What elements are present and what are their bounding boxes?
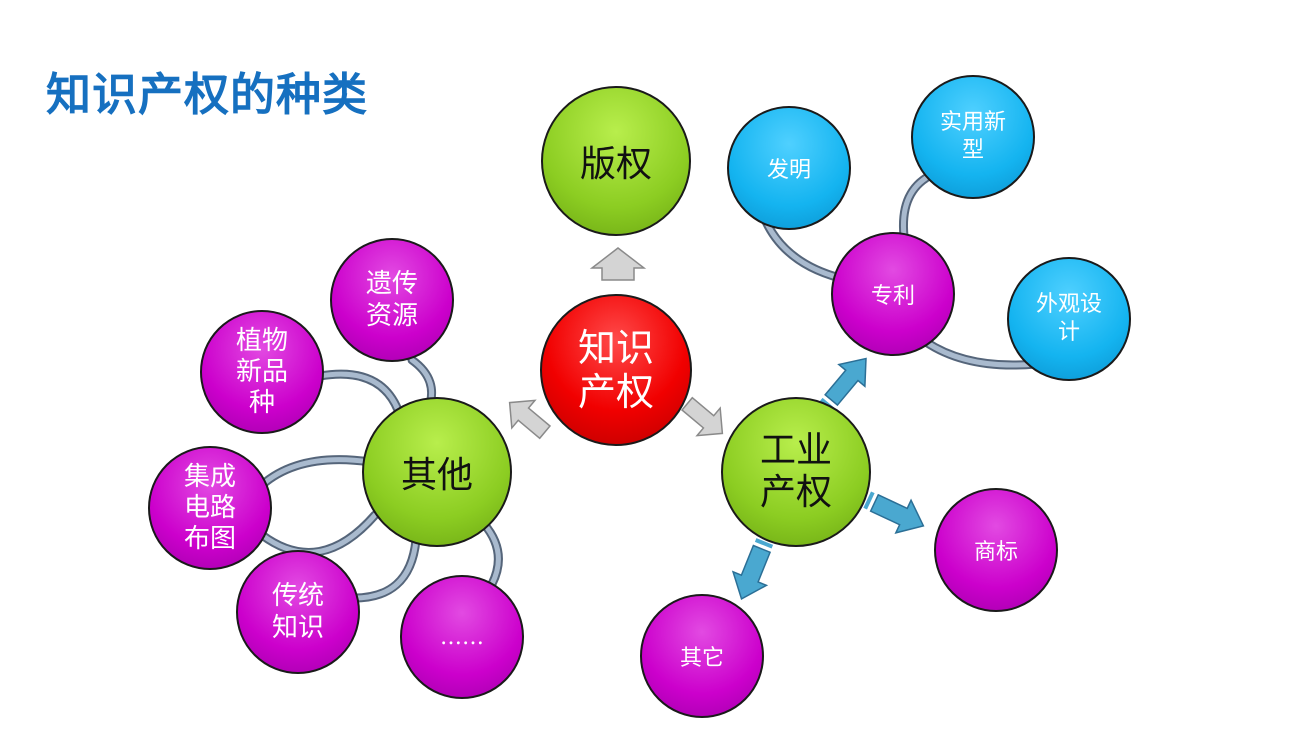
node-genetic-resources-label: 遗传 资源 — [365, 269, 418, 331]
node-ip-center: 知识 产权 — [540, 294, 692, 446]
node-utility-model: 实用新 型 — [911, 75, 1035, 199]
node-patent-label: 专利 — [870, 284, 915, 309]
node-copyright: 版权 — [541, 86, 691, 236]
node-plant-variety: 植物 新品 种 — [200, 310, 324, 434]
arrow-left-icon — [508, 399, 552, 440]
node-trademark: 商标 — [934, 488, 1058, 612]
node-invention-label: 发明 — [766, 158, 811, 183]
node-industrial-design: 外观设 计 — [1007, 257, 1131, 381]
node-other-industrial: 其它 — [640, 594, 764, 718]
arrow-to-other-icon — [731, 538, 774, 601]
connector-patent-design — [921, 337, 1041, 370]
page-title: 知识产权的种类 — [46, 68, 369, 121]
node-other: 其他 — [362, 397, 512, 547]
node-traditional-knowledge: 传统 知识 — [236, 550, 360, 674]
node-utility-model-label: 实用新 型 — [939, 110, 1006, 163]
node-ellipsis-label: …… — [440, 624, 484, 650]
connector-other-circuit — [257, 455, 375, 490]
node-ellipsis: …… — [400, 575, 524, 699]
connector-other-traditional — [345, 535, 421, 603]
node-industrial-label: 工业 产权 — [759, 430, 832, 513]
node-traditional-knowledge-label: 传统 知识 — [271, 581, 324, 643]
node-circuit-layout: 集成 电路 布图 — [148, 446, 272, 570]
arrow-right-icon — [680, 396, 724, 437]
connector-other-plant — [315, 369, 403, 415]
node-genetic-resources: 遗传 资源 — [330, 238, 454, 362]
node-other-label: 其他 — [400, 455, 473, 496]
connector-other-ellipsis — [479, 519, 503, 589]
connector-other-circuit-lower — [257, 510, 380, 557]
connector-patent-utility — [898, 173, 931, 241]
node-industrial-design-label: 外观设 计 — [1035, 292, 1102, 345]
node-industrial: 工业 产权 — [721, 397, 871, 547]
node-plant-variety-label: 植物 新品 种 — [235, 325, 288, 418]
node-patent: 专利 — [831, 232, 955, 356]
arrow-up-icon — [589, 247, 647, 281]
node-ip-center-label: 知识 产权 — [577, 326, 654, 414]
node-circuit-layout-label: 集成 电路 布图 — [183, 461, 236, 554]
node-copyright-label: 版权 — [579, 144, 652, 185]
node-trademark-label: 商标 — [973, 540, 1018, 565]
node-invention: 发明 — [727, 106, 851, 230]
arrow-to-trademark-icon — [863, 491, 925, 534]
node-other-industrial-label: 其它 — [679, 646, 724, 671]
